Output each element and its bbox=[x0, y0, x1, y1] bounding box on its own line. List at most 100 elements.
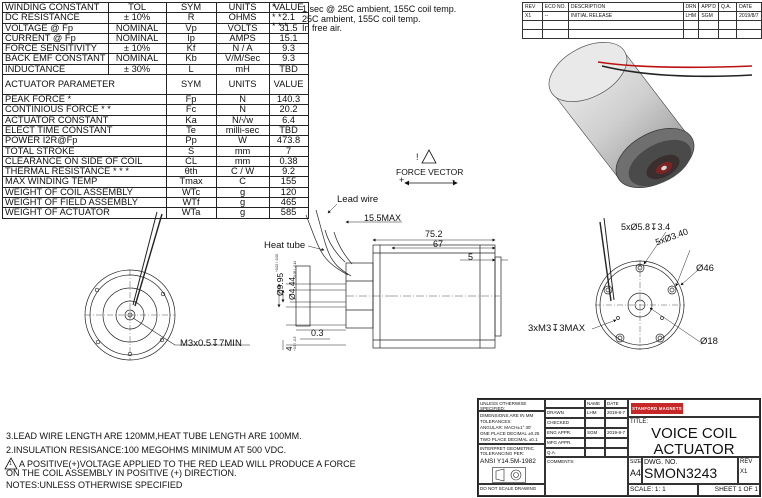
tb-eng: ENG APPR. bbox=[545, 428, 585, 438]
motor-3d-image bbox=[548, 42, 753, 188]
dim-5: 5 bbox=[468, 252, 474, 262]
tb-dims: DIMENSIONS ARE IN MM bbox=[480, 413, 534, 418]
footnote-star: * * bbox=[272, 11, 282, 22]
spec-cell: 20.2 bbox=[268, 104, 309, 116]
note-2: 2.INSULATION RESISANCE:100 MEGOHMS MINIM… bbox=[6, 445, 287, 455]
spec-cell: 155 bbox=[268, 176, 309, 188]
tb-blank bbox=[545, 399, 585, 408]
spec-cell: VALUE bbox=[268, 1, 309, 14]
tb-drawn-name: LHM bbox=[585, 408, 605, 418]
dim-0-3: 0.3 bbox=[311, 328, 324, 338]
spec-cell: TBD bbox=[268, 63, 309, 76]
dim-dia-18: Ø18 bbox=[700, 336, 718, 347]
note-1-number: 1 bbox=[9, 461, 12, 467]
spec-cell: 9.2 bbox=[268, 166, 309, 178]
tb-mfg: MFG APPR. bbox=[545, 438, 585, 448]
tb-qa-date bbox=[605, 448, 628, 457]
spec-cell: 31.5 bbox=[268, 22, 309, 34]
lead-wire-label: Lead wire bbox=[337, 194, 379, 205]
footnote-line: 25C ambient, 155C coil temp. bbox=[302, 13, 421, 24]
revision-table: REV ECO NO. DESCRIPTION DRN APP'D Q.A. D… bbox=[522, 2, 762, 39]
tb-eng-name: SGM bbox=[585, 428, 605, 438]
thread-callout: M3x0.5↧7MIN bbox=[180, 338, 242, 349]
tol-4: +0.5 / -0.5 bbox=[293, 336, 297, 351]
tb-size-label: SIZE bbox=[630, 459, 642, 465]
tb-interpret-cell: INTERPRET GEOMETRIC TOLERANCING PER: ANS… bbox=[478, 444, 545, 484]
force-vector bbox=[404, 149, 458, 186]
footnote-stars: * * * * * * bbox=[272, 2, 288, 32]
spec-cell: 7 bbox=[268, 145, 309, 157]
spec-cell: 6.4 bbox=[268, 114, 309, 126]
right-end-view bbox=[591, 217, 701, 350]
dim-75-2: 75.2 bbox=[425, 229, 443, 239]
spec-cell: 140.3 bbox=[268, 94, 309, 106]
tb-rev: X1 bbox=[740, 469, 748, 475]
tb-title-cell: TITLE: VOICE COIL ACTUATOR bbox=[628, 417, 760, 457]
side-view bbox=[277, 203, 508, 350]
force-minus: - bbox=[452, 175, 455, 185]
tb-two-place: TWO PLACE DECIMAL ±0.1 bbox=[480, 437, 538, 442]
footnote-star: * bbox=[272, 2, 276, 12]
tb-one-place: ONE PLACE DECIMAL ±0.25 bbox=[480, 431, 540, 436]
tb-dwg-cell: DWG. NO. SMON3243 bbox=[642, 457, 738, 484]
tb-angular: ANGULAR: MACH±1° 30' bbox=[480, 425, 532, 430]
tb-tol: TOLERANCES: bbox=[480, 419, 512, 424]
tol-4-44: -0.05 / -0.14 bbox=[293, 260, 297, 278]
holes-callout-1: 5xØ5.8↧3.4 bbox=[621, 222, 671, 232]
dim-dia-9-95: Ø9.95 bbox=[275, 272, 285, 296]
spec-cell: 120 bbox=[268, 186, 309, 199]
tb-drawn: DRAWN bbox=[545, 408, 585, 418]
tb-sheet: SHEET 1 OF 1 bbox=[698, 484, 760, 496]
tol-9-95: +0.02 / -0.00 bbox=[275, 254, 279, 272]
note-3: 3.LEAD WIRE LENGTH ARE 120MM,HEAT TUBE L… bbox=[6, 431, 302, 441]
tb-mfg-date bbox=[605, 438, 628, 448]
dim-67: 67 bbox=[433, 239, 444, 249]
tb-dwg-label: DWG. NO. bbox=[644, 459, 678, 466]
spec-cell: 0.38 bbox=[268, 155, 309, 168]
spec-cell: 15.1 bbox=[268, 32, 309, 45]
tb-size-cell: SIZE A4 bbox=[628, 457, 642, 484]
tb-brand-cell: STANFORD MAGNETS bbox=[628, 399, 760, 417]
projection-symbol-icon bbox=[492, 467, 526, 483]
tb-tolerances: DIMENSIONS ARE IN MM TOLERANCES: ANGULAR… bbox=[478, 411, 545, 444]
tb-rev-cell: REV X1 bbox=[738, 457, 760, 484]
footnote-star: * * * bbox=[272, 21, 288, 31]
spec-cell: 2.1 bbox=[268, 12, 309, 24]
tb-checked-name bbox=[585, 418, 605, 428]
tb-name-header: NAME bbox=[585, 399, 605, 408]
tb-do-not-scale: DO NOT SCALE DRAWING bbox=[478, 484, 545, 496]
tb-drawn-date: 2019-8-7 bbox=[605, 408, 628, 418]
force-vector-label: FORCE VECTOR bbox=[396, 167, 464, 177]
tb-interpret: INTERPRET GEOMETRIC TOLERANCING PER: bbox=[480, 446, 534, 456]
tb-title-label: TITLE: bbox=[630, 419, 649, 425]
footnote-text: 1 sec @ 25C ambient, 155C coil temp. 25C… bbox=[302, 4, 456, 34]
tb-unless: UNLESS OTHERWISE SPECIFIED: bbox=[478, 399, 545, 411]
force-plus: + bbox=[399, 175, 405, 185]
tb-ansi: ANSI Y14.5M-1982 bbox=[480, 458, 536, 465]
tb-checked-date bbox=[605, 418, 628, 428]
tb-size: A4 bbox=[630, 468, 642, 478]
drawing-number: SMON3243 bbox=[644, 465, 718, 481]
spec-cell: 465 bbox=[268, 197, 309, 209]
drawing-title-line1: VOICE COIL bbox=[651, 425, 737, 442]
warning-mark: ! bbox=[416, 152, 419, 162]
title-block: UNLESS OTHERWISE SPECIFIED: DIMENSIONS A… bbox=[477, 398, 761, 497]
heat-tube-label: Heat tube bbox=[264, 240, 306, 251]
